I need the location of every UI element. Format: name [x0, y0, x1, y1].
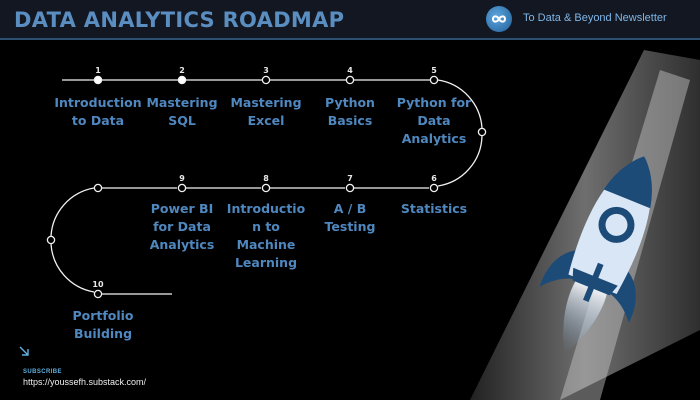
step-marker-5: [429, 75, 439, 85]
step-label-excel: Mastering Excel: [230, 95, 302, 128]
path-node: [477, 127, 487, 137]
step-number: 3: [263, 66, 269, 75]
step-number: 2: [179, 66, 185, 75]
subscribe-url[interactable]: https://youssefh.substack.com/: [23, 377, 147, 387]
step-label-python-basics: Python Basics: [325, 95, 375, 128]
step-number: 1: [95, 66, 101, 75]
step-marker-6: [429, 183, 439, 193]
header-bar: [0, 0, 700, 38]
newsletter-link[interactable]: To Data & Beyond Newsletter: [523, 12, 667, 24]
step-marker-8: [261, 183, 271, 193]
step-number: 7: [347, 174, 353, 183]
subscribe-label: SUBSCRIBE: [23, 369, 62, 375]
step-marker-4: [345, 75, 355, 85]
step-number: 10: [92, 280, 104, 289]
step-marker-2: [177, 75, 187, 85]
step-marker-3: [261, 75, 271, 85]
step-number: 6: [431, 174, 437, 183]
step-marker-10: [93, 289, 103, 299]
step-number: 8: [263, 174, 269, 183]
header-divider: [0, 38, 700, 40]
step-number: 4: [347, 66, 353, 75]
path-node: [93, 183, 103, 193]
arrow-down-right-icon: [19, 346, 29, 356]
step-label-ab-testing: A / B Testing: [324, 201, 376, 234]
step-label-python-data-analytics: Python for Data Analytics: [396, 95, 472, 146]
infinity-icon: [486, 6, 512, 32]
step-marker-1: [93, 75, 103, 85]
step-number: 9: [179, 174, 185, 183]
step-label-power-bi: Power BI for Data Analytics: [149, 201, 215, 252]
step-marker-7: [345, 183, 355, 193]
step-label-intro-to-data: Introduction to Data: [54, 95, 142, 128]
step-label-portfolio: Portfolio Building: [72, 308, 134, 341]
path-node: [46, 235, 56, 245]
step-label-sql: Mastering SQL: [146, 95, 218, 128]
step-marker-9: [177, 183, 187, 193]
page-title: DATA ANALYTICS ROADMAP: [14, 8, 345, 32]
step-label-machine-learning: Introductio n to Machine Learning: [226, 201, 306, 270]
step-label-statistics: Statistics: [400, 201, 468, 216]
step-number: 5: [431, 66, 437, 75]
